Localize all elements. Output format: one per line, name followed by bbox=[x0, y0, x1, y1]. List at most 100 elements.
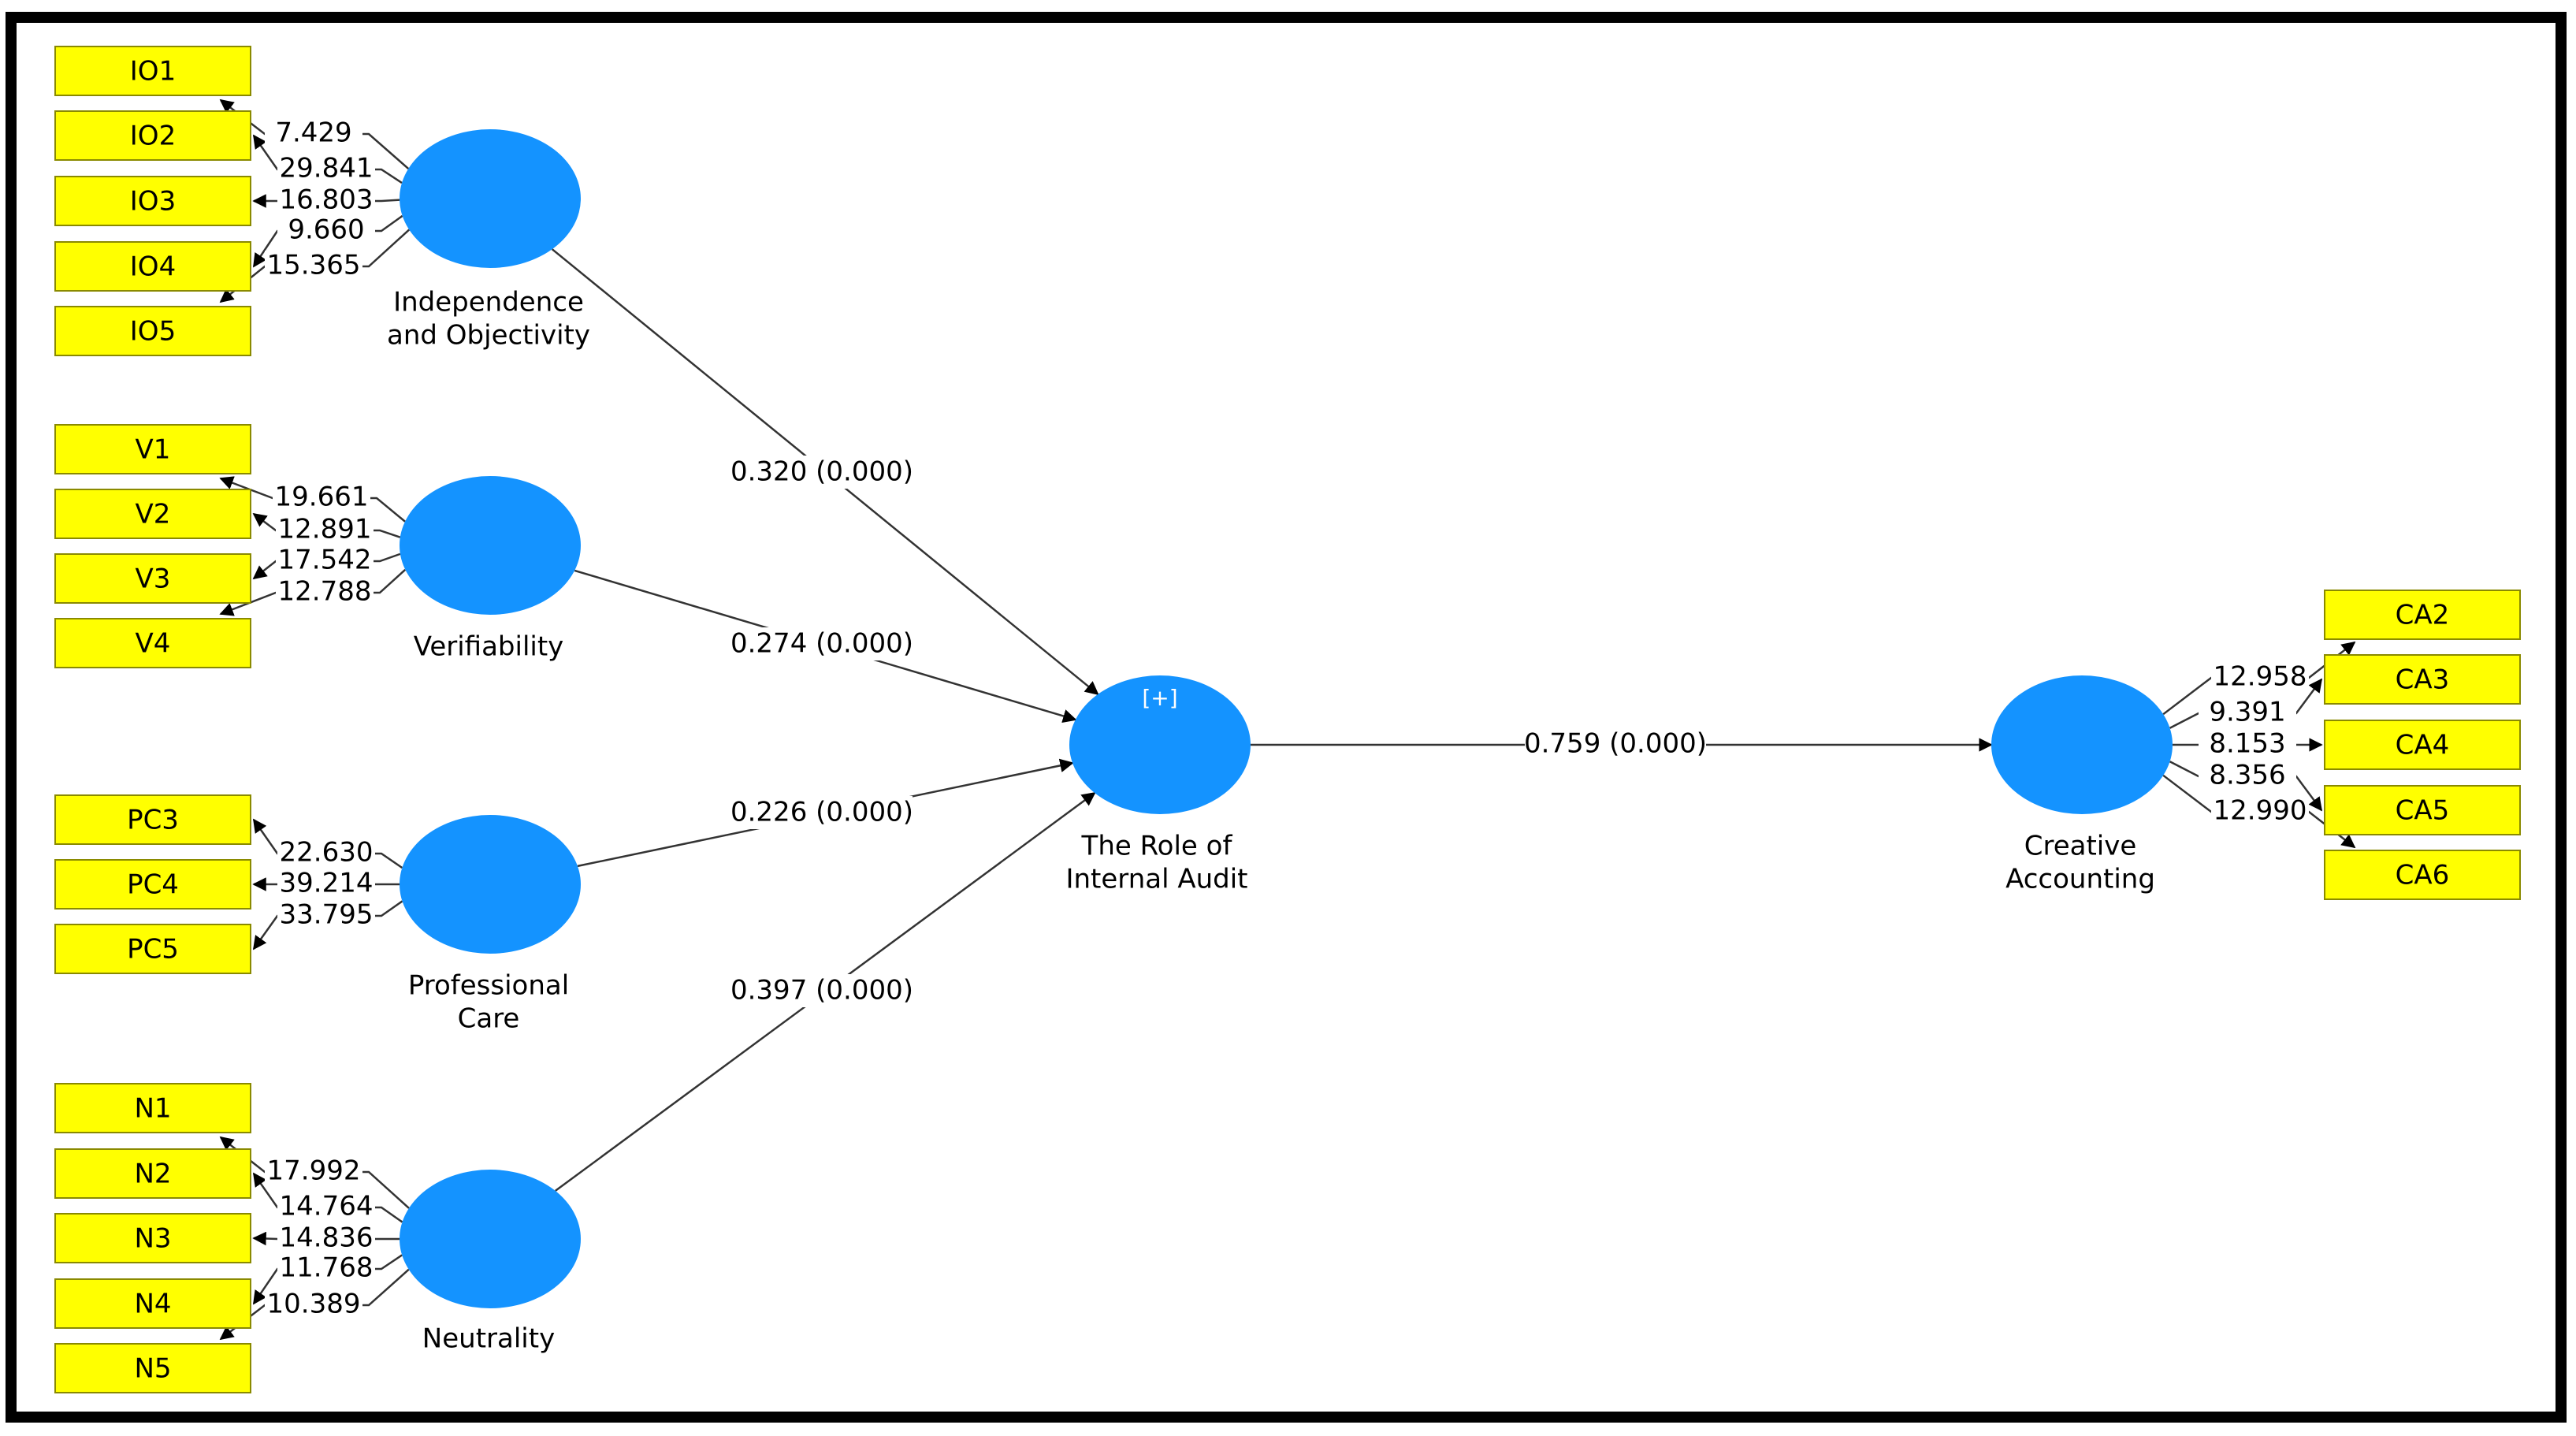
path-coefficient-io-ria: 0.320 (0.000) bbox=[730, 456, 913, 488]
indicator-box-ca2[interactable] bbox=[2324, 590, 2521, 640]
indicator-label-v1: V1 bbox=[136, 434, 171, 466]
indicator-label-ca5: CA5 bbox=[2396, 795, 2450, 827]
indicator-box-n1[interactable] bbox=[54, 1083, 251, 1133]
indicator-label-n5: N5 bbox=[134, 1353, 171, 1385]
indicator-box-v2[interactable] bbox=[54, 489, 251, 539]
loading-label-bg bbox=[276, 515, 374, 545]
indicator-label-ca4: CA4 bbox=[2396, 730, 2450, 761]
loading-value: 15.365 bbox=[267, 250, 361, 281]
loading-value: 9.391 bbox=[2209, 697, 2285, 728]
indicator-box-n4[interactable] bbox=[54, 1278, 251, 1329]
loading-value: 33.795 bbox=[280, 899, 374, 931]
loading-value: 29.841 bbox=[280, 153, 374, 184]
indicator-box-pc4[interactable] bbox=[54, 859, 251, 910]
loading-label-bg bbox=[277, 215, 375, 245]
loading-value: 19.661 bbox=[275, 482, 369, 513]
loading-label-bg bbox=[2199, 698, 2296, 727]
indicator-box-v3[interactable] bbox=[54, 553, 251, 604]
loading-value: 17.542 bbox=[278, 545, 372, 576]
loading-value: 8.153 bbox=[2209, 728, 2285, 760]
indicator-label-io3: IO3 bbox=[130, 186, 176, 218]
indicator-box-ca5[interactable] bbox=[2324, 785, 2521, 835]
indicator-box-v1[interactable] bbox=[54, 424, 251, 474]
loading-value: 39.214 bbox=[280, 868, 374, 899]
loading-label-bg bbox=[265, 251, 362, 281]
latent-label-ca: Creative bbox=[2024, 831, 2137, 862]
indicator-box-n3[interactable] bbox=[54, 1213, 251, 1263]
loading-label-bg bbox=[277, 900, 375, 930]
indicator-box-pc3[interactable] bbox=[54, 794, 251, 845]
indicator-label-io5: IO5 bbox=[130, 316, 176, 348]
indicator-label-n2: N2 bbox=[134, 1159, 171, 1190]
indicator-box-io1[interactable] bbox=[54, 46, 251, 96]
loading-label-bg bbox=[2211, 662, 2309, 692]
loading-value: 12.891 bbox=[278, 514, 372, 545]
indicator-label-v2: V2 bbox=[136, 499, 171, 530]
loading-label-bg bbox=[265, 1289, 362, 1319]
loading-value: 17.992 bbox=[267, 1155, 361, 1187]
path-label-bg bbox=[731, 456, 913, 489]
loading-label-bg bbox=[276, 577, 374, 607]
loading-value: 16.803 bbox=[280, 184, 374, 216]
loading-label-bg bbox=[277, 869, 375, 898]
loading-label-bg bbox=[265, 118, 362, 148]
indicator-box-v4[interactable] bbox=[54, 618, 251, 668]
indicator-label-io2: IO2 bbox=[130, 121, 176, 152]
path-label-bg bbox=[731, 974, 913, 1007]
loading-value: 9.660 bbox=[288, 214, 364, 246]
loading-label-bg bbox=[277, 1253, 375, 1283]
loading-label-bg bbox=[277, 1192, 375, 1222]
loading-label-bg bbox=[277, 838, 375, 868]
indicator-label-io1: IO1 bbox=[130, 56, 176, 87]
indicator-box-ca3[interactable] bbox=[2324, 654, 2521, 705]
indicator-label-io4: IO4 bbox=[130, 251, 176, 283]
path-label-bg bbox=[1525, 727, 1706, 761]
indicator-box-n2[interactable] bbox=[54, 1148, 251, 1199]
loading-value: 10.389 bbox=[267, 1289, 361, 1320]
latent-construct-io[interactable] bbox=[400, 129, 581, 268]
expand-toggle-icon: [+] bbox=[1142, 685, 1177, 711]
path-coefficient-pc-ria: 0.226 (0.000) bbox=[730, 797, 913, 828]
latent-label-ca: Accounting bbox=[2005, 864, 2155, 895]
indicator-box-ca4[interactable] bbox=[2324, 720, 2521, 770]
loading-value: 8.356 bbox=[2209, 760, 2285, 791]
indicator-label-ca3: CA3 bbox=[2396, 664, 2450, 696]
latent-label-io: Independence bbox=[393, 287, 584, 318]
latent-label-ria: Internal Audit bbox=[1065, 864, 1247, 895]
indicator-label-ca6: CA6 bbox=[2396, 860, 2450, 891]
loading-label-bg bbox=[273, 482, 370, 512]
indicator-box-io2[interactable] bbox=[54, 110, 251, 161]
path-label-bg bbox=[731, 627, 913, 660]
loading-value: 7.429 bbox=[275, 117, 351, 149]
latent-construct-v[interactable] bbox=[400, 476, 581, 615]
indicator-box-n5[interactable] bbox=[54, 1343, 251, 1393]
loading-value: 11.768 bbox=[280, 1252, 374, 1284]
latent-label-pc: Professional bbox=[408, 970, 569, 1002]
indicator-label-ca2: CA2 bbox=[2396, 600, 2450, 631]
loading-label-bg bbox=[276, 545, 374, 575]
indicator-box-io5[interactable] bbox=[54, 306, 251, 356]
indicator-box-pc5[interactable] bbox=[54, 924, 251, 974]
latent-construct-n[interactable] bbox=[400, 1170, 581, 1308]
indicator-label-n3: N3 bbox=[134, 1223, 171, 1255]
loading-value: 14.764 bbox=[280, 1191, 374, 1222]
latent-construct-ria[interactable] bbox=[1069, 675, 1251, 814]
indicator-label-v3: V3 bbox=[136, 564, 171, 595]
path-label-bg bbox=[731, 796, 913, 829]
loading-label-bg bbox=[265, 1156, 362, 1186]
indicator-label-pc3: PC3 bbox=[127, 805, 179, 836]
latent-label-v: Verifiability bbox=[414, 631, 564, 663]
indicator-box-io3[interactable] bbox=[54, 176, 251, 226]
diagram-frame bbox=[6, 12, 2567, 1423]
latent-label-n: Neutrality bbox=[422, 1323, 555, 1355]
loading-label-bg bbox=[277, 1223, 375, 1253]
loading-label-bg bbox=[277, 154, 375, 184]
indicator-box-io4[interactable] bbox=[54, 241, 251, 292]
latent-construct-pc[interactable] bbox=[400, 815, 581, 954]
latent-construct-ca[interactable] bbox=[1991, 675, 2173, 814]
path-coefficient-n-ria: 0.397 (0.000) bbox=[730, 975, 913, 1006]
loading-value: 12.788 bbox=[278, 576, 372, 608]
indicator-box-ca6[interactable] bbox=[2324, 850, 2521, 900]
